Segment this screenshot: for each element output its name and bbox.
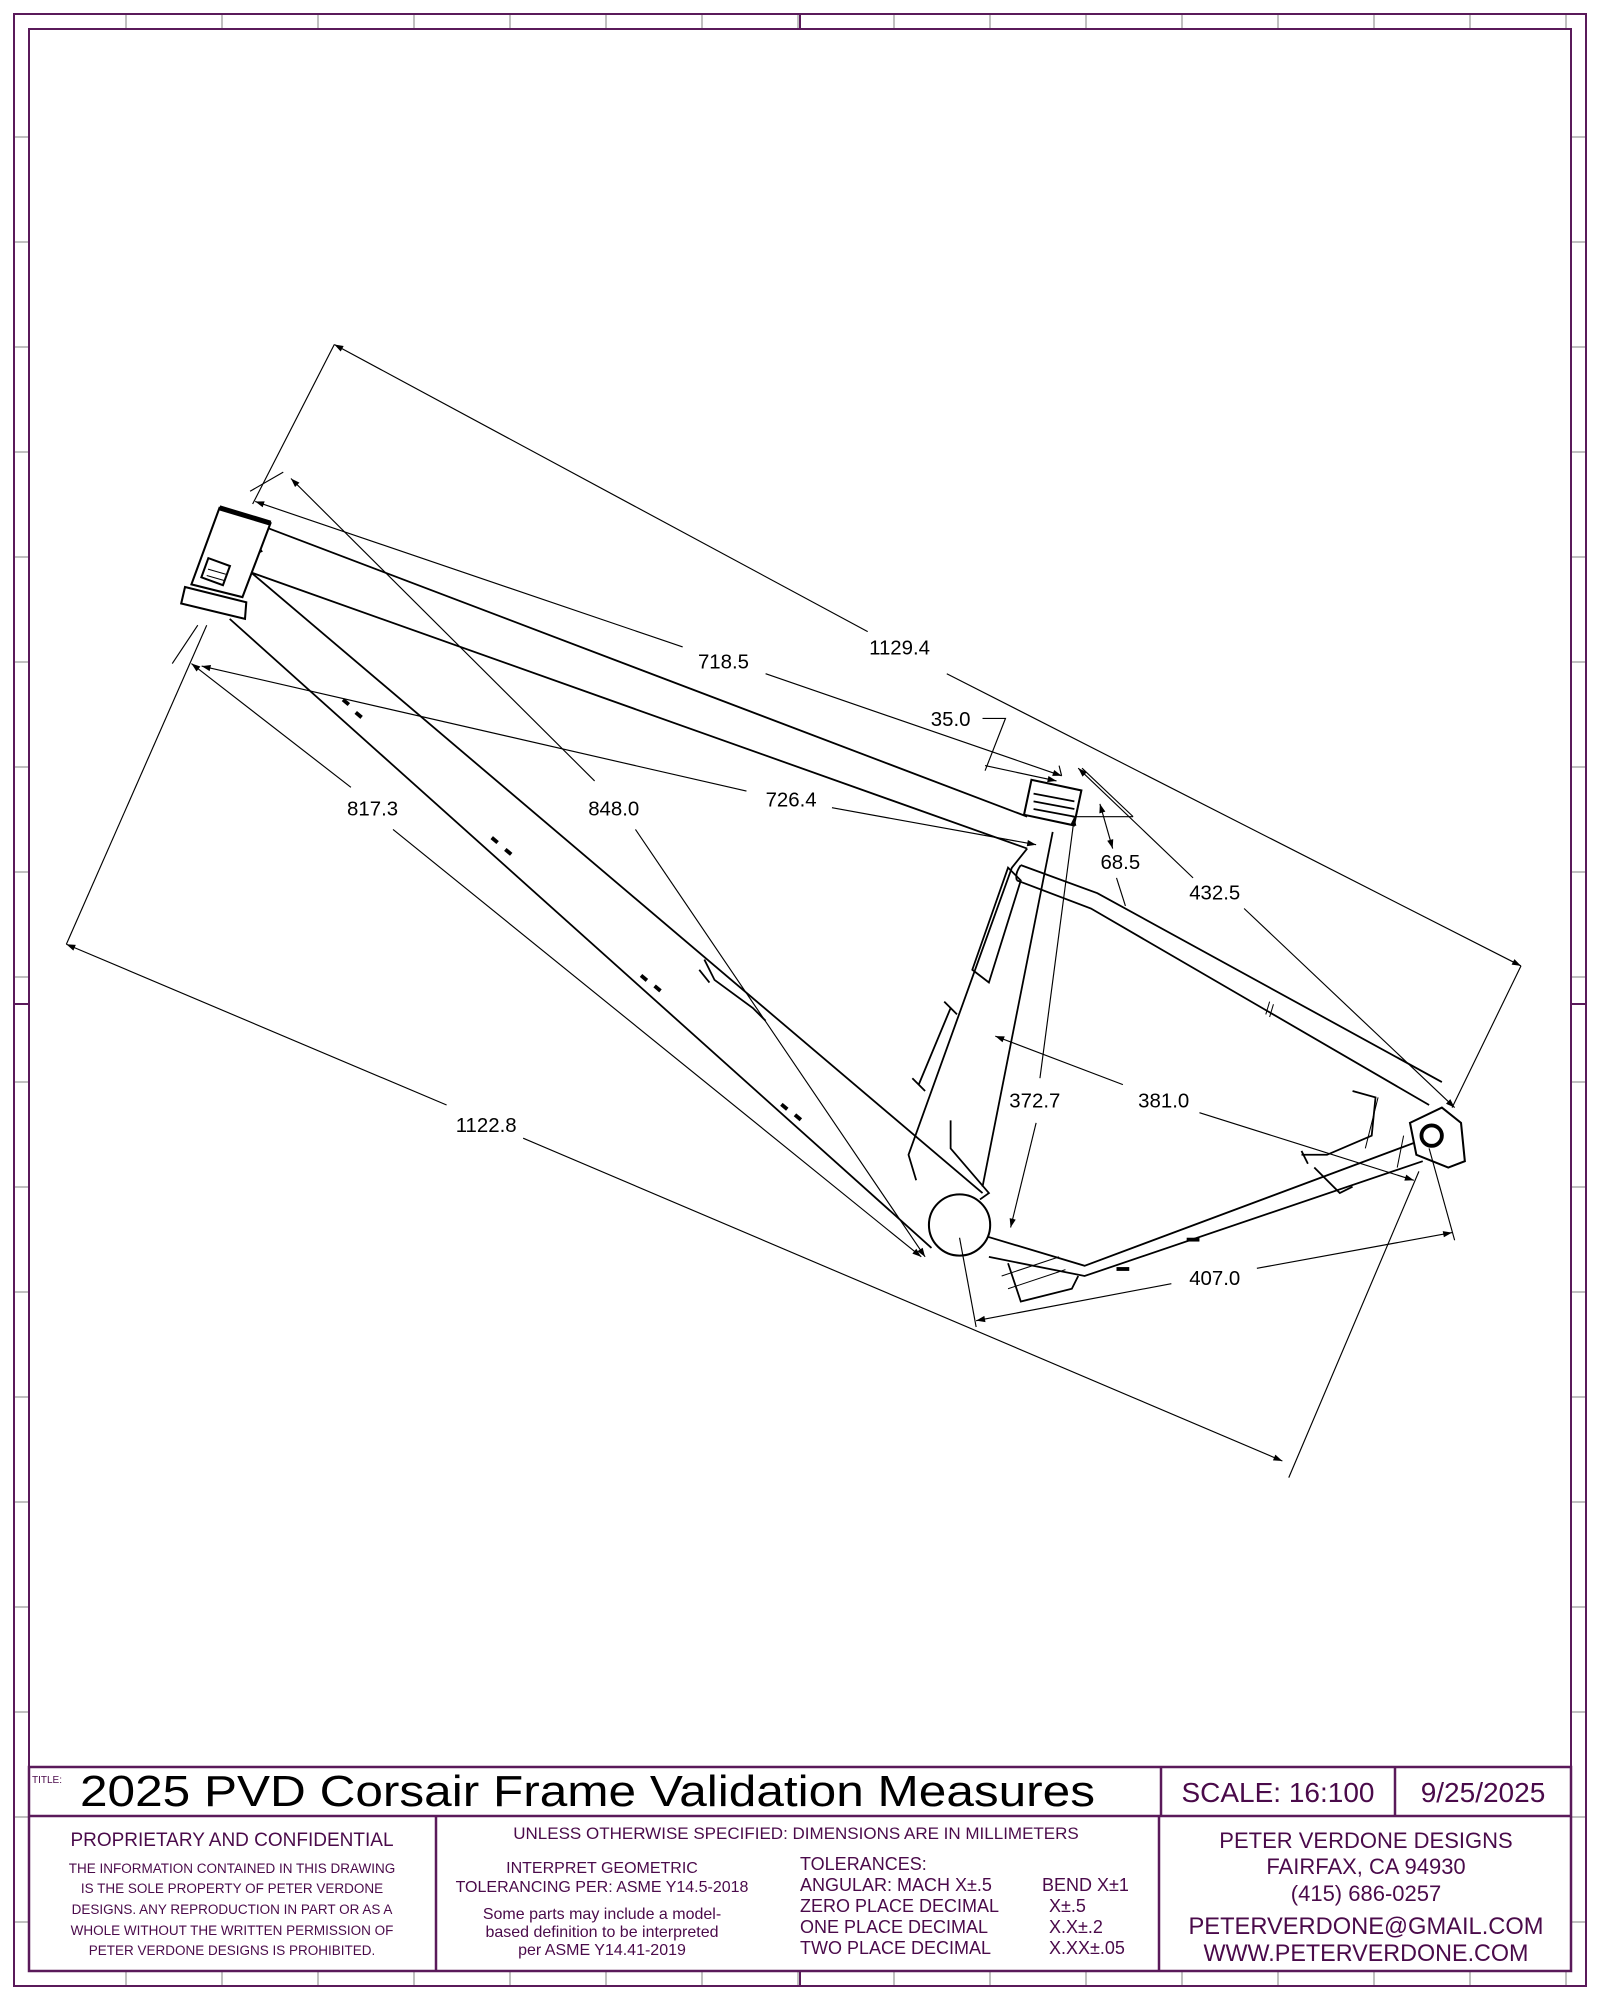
dim-817-3: 817.3 bbox=[347, 798, 398, 820]
dim-68-5: 68.5 bbox=[1100, 852, 1140, 874]
specifications: UNLESS OTHERWISE SPECIFIED: DIMENSIONS A… bbox=[456, 1824, 1129, 1959]
proprietary-line: THE INFORMATION CONTAINED IN THIS DRAWIN… bbox=[69, 1861, 396, 1876]
sheet-border bbox=[13, 13, 1587, 1987]
mbd-line: based definition to be interpreted bbox=[485, 1924, 718, 1941]
dim-372-7: 372.7 bbox=[1009, 1091, 1060, 1113]
company-website[interactable]: WWW.PETERVERDONE.COM bbox=[1204, 1940, 1529, 1967]
head-tube bbox=[179, 505, 272, 621]
company-name: PETER VERDONE DESIGNS bbox=[1219, 1828, 1512, 1853]
proprietary-heading: PROPRIETARY AND CONFIDENTIAL bbox=[70, 1830, 393, 1851]
bottom-bracket bbox=[927, 1193, 992, 1257]
tolerance-value: X.XX±.05 bbox=[1049, 1938, 1125, 1958]
tolerance-value: X.X±.2 bbox=[1049, 1917, 1103, 1937]
drawing-title: 2025 PVD Corsair Frame Validation Measur… bbox=[80, 1767, 1095, 1816]
dimension-labels: 1129.4 718.5 35.0 68.5 432.5 726.4 848.0… bbox=[347, 638, 1240, 1290]
seat-stay bbox=[1015, 864, 1443, 1106]
dim-432-5: 432.5 bbox=[1189, 883, 1240, 905]
tolerance-label: TWO PLACE DECIMAL bbox=[800, 1938, 991, 1958]
scale-value: SCALE: 16:100 bbox=[1181, 1777, 1374, 1808]
title-block: TITLE: 2025 PVD Corsair Frame Validation… bbox=[27, 1765, 1573, 1973]
units-note: UNLESS OTHERWISE SPECIFIED: DIMENSIONS A… bbox=[513, 1824, 1079, 1843]
dimension-lines bbox=[65, 344, 1522, 1478]
tolerance-value: X±.5 bbox=[1049, 1896, 1086, 1916]
dim-718-5: 718.5 bbox=[698, 652, 749, 674]
tolerance-label: ANGULAR: MACH X±.5 bbox=[800, 1875, 992, 1895]
company-city: FAIRFAX, CA 94930 bbox=[1266, 1854, 1465, 1879]
dim-381-0: 381.0 bbox=[1138, 1091, 1189, 1113]
tolerances-heading: TOLERANCES: bbox=[800, 1854, 927, 1874]
tolerance-label: ONE PLACE DECIMAL bbox=[800, 1917, 988, 1937]
down-tube bbox=[229, 570, 984, 1249]
drawing-date: 9/25/2025 bbox=[1421, 1777, 1546, 1808]
dim-407-0: 407.0 bbox=[1189, 1268, 1240, 1290]
dim-848-0: 848.0 bbox=[588, 798, 639, 820]
gdt-line: TOLERANCING PER: ASME Y14.5-2018 bbox=[456, 1879, 749, 1896]
gdt-line: INTERPRET GEOMETRIC bbox=[506, 1860, 698, 1877]
dim-35-0: 35.0 bbox=[931, 709, 971, 731]
tolerance-value: BEND X±1 bbox=[1042, 1875, 1129, 1895]
company-email[interactable]: PETERVERDONE@GMAIL.COM bbox=[1189, 1913, 1544, 1940]
seat-tube bbox=[907, 831, 1054, 1201]
dim-1129-4: 1129.4 bbox=[869, 638, 930, 660]
company-phone: (415) 686-0257 bbox=[1291, 1881, 1441, 1906]
proprietary-line: PETER VERDONE DESIGNS IS PROHIBITED. bbox=[89, 1943, 376, 1958]
dim-1122-8: 1122.8 bbox=[456, 1115, 517, 1137]
frame-drawing: 1129.4 718.5 35.0 68.5 432.5 726.4 848.0… bbox=[65, 344, 1522, 1478]
chainstay bbox=[982, 1141, 1424, 1303]
mbd-line: per ASME Y14.41-2019 bbox=[518, 1942, 686, 1959]
dim-726-4: 726.4 bbox=[766, 789, 817, 811]
proprietary-line: IS THE SOLE PROPERTY OF PETER VERDONE bbox=[81, 1881, 383, 1896]
zone-ticks bbox=[15, 15, 1585, 1985]
proprietary-notice: PROPRIETARY AND CONFIDENTIAL THE INFORMA… bbox=[69, 1830, 396, 1958]
seat-clamp bbox=[1022, 778, 1083, 827]
mbd-line: Some parts may include a model- bbox=[483, 1906, 721, 1923]
proprietary-line: WHOLE WITHOUT THE WRITTEN PERMISSION OF bbox=[71, 1923, 394, 1938]
company-info: PETER VERDONE DESIGNS FAIRFAX, CA 94930 … bbox=[1189, 1828, 1544, 1967]
title-label: TITLE: bbox=[32, 1775, 62, 1786]
rear-dropout bbox=[1300, 1090, 1466, 1195]
tolerance-label: ZERO PLACE DECIMAL bbox=[800, 1896, 999, 1916]
proprietary-line: DESIGNS. ANY REPRODUCTION IN PART OR AS … bbox=[72, 1902, 393, 1917]
